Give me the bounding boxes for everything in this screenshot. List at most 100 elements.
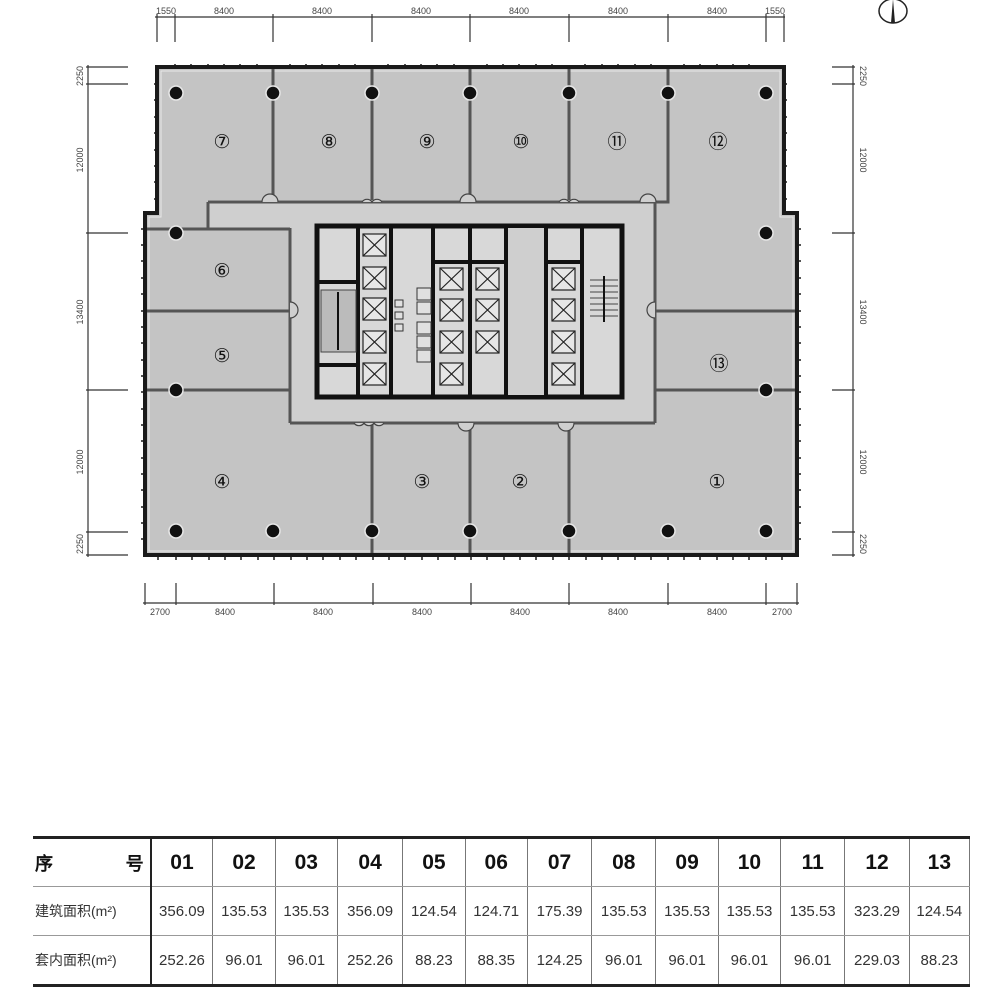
bottom-dimension-line	[143, 583, 799, 605]
unit-area-table: 序 号 01 02 03 04 05 06 07 08 09 10 11 12 …	[33, 836, 971, 987]
table-cell: 96.01	[212, 935, 276, 986]
elevator-icons	[362, 233, 576, 386]
column-header: 06	[464, 837, 528, 887]
unit-label-12: ⑫	[708, 131, 727, 153]
unit-label-1: ①	[708, 471, 725, 493]
header-label-right: 号	[125, 853, 144, 874]
table-cell: 96.01	[655, 935, 719, 986]
dim-left-0: 2250	[75, 66, 85, 86]
unit-labels: ① ② ③ ④ ⑤ ⑥ ⑦ ⑧ ⑨ ⑩ ⑪ ⑫ ⑬	[213, 131, 728, 493]
dim-top-4: 8400	[509, 6, 529, 16]
column-header: 13	[908, 837, 971, 887]
dim-right-1: 12000	[858, 147, 868, 172]
facade-mullions	[141, 64, 801, 560]
table-cell: 88.35	[464, 935, 528, 986]
unit-label-8: ⑧	[320, 131, 337, 153]
table-cell: 124.71	[464, 886, 528, 936]
dim-left-4: 2250	[75, 534, 85, 554]
dim-bottom-0: 2700	[150, 607, 170, 617]
dim-bottom-4: 8400	[510, 607, 530, 617]
left-dimension-line	[86, 65, 128, 557]
table-cell: 252.26	[336, 935, 404, 986]
right-dimension-labels: 2250 12000 13400 12000 2250	[858, 66, 868, 554]
dim-top-7: 1550	[765, 6, 785, 16]
row-label: 套内面积(m²)	[33, 935, 152, 986]
left-dimension-labels: 2250 12000 13400 12000 2250	[75, 66, 85, 554]
table-cell: 88.23	[402, 935, 466, 986]
stair-icon	[320, 276, 618, 353]
unit-label-4: ④	[213, 471, 230, 493]
dim-right-3: 12000	[858, 449, 868, 474]
column-header: 11	[780, 837, 846, 887]
column-header: 05	[402, 837, 466, 887]
table-cell: 135.53	[655, 886, 719, 936]
table-cell: 96.01	[591, 935, 657, 986]
table-cell: 135.53	[591, 886, 657, 936]
dim-top-1: 8400	[214, 6, 234, 16]
unit-label-5: ⑤	[213, 345, 230, 367]
dim-bottom-5: 8400	[608, 607, 628, 617]
dim-bottom-7: 2700	[772, 607, 792, 617]
unit-label-7: ⑦	[213, 131, 230, 153]
table-cell: 135.53	[717, 886, 782, 936]
dim-left-2: 13400	[75, 299, 85, 324]
table-cell: 356.09	[150, 886, 214, 936]
table-cell: 252.26	[150, 935, 214, 986]
table-cell: 175.39	[526, 886, 593, 936]
column-header: 01	[150, 837, 214, 887]
column-header: 03	[274, 837, 338, 887]
dim-top-3: 8400	[411, 6, 431, 16]
dim-bottom-3: 8400	[412, 607, 432, 617]
dim-bottom-2: 8400	[313, 607, 333, 617]
column-header: 09	[655, 837, 719, 887]
header-label-cell: 序 号	[33, 837, 152, 887]
dim-bottom-1: 8400	[215, 607, 235, 617]
core-passage	[508, 228, 544, 395]
dim-left-1: 12000	[75, 147, 85, 172]
dim-left-3: 12000	[75, 449, 85, 474]
dim-top-2: 8400	[312, 6, 332, 16]
table-cell: 135.53	[780, 886, 846, 936]
unit-label-6: ⑥	[213, 260, 230, 282]
column-header: 12	[844, 837, 910, 887]
dim-right-0: 2250	[858, 66, 868, 86]
curtain-wall-line	[148, 70, 794, 552]
table-cell: 124.54	[908, 886, 971, 936]
dim-bottom-6: 8400	[707, 607, 727, 617]
dim-right-4: 2250	[858, 534, 868, 554]
dim-top-6: 8400	[707, 6, 727, 16]
dim-right-2: 13400	[858, 299, 868, 324]
table-cell: 135.53	[274, 886, 338, 936]
header-label-left: 序	[35, 853, 53, 874]
top-dimension-labels: 1550 8400 8400 8400 8400 8400 8400 1550	[156, 6, 785, 16]
unit-label-3: ③	[413, 471, 430, 493]
structural-columns	[168, 85, 774, 539]
column-header: 08	[591, 837, 657, 887]
column-header: 10	[717, 837, 782, 887]
unit-label-2: ②	[511, 471, 528, 493]
column-header: 02	[212, 837, 276, 887]
bottom-dimension-labels: 2700 8400 8400 8400 8400 8400 8400 2700	[150, 607, 792, 617]
restroom-stalls	[394, 287, 432, 363]
table-cell: 88.23	[908, 935, 971, 986]
table-row-net-area: 套内面积(m²) 252.26 96.01 96.01 252.26 88.23…	[33, 935, 971, 986]
floor-plan: 1550 8400 8400 8400 8400 8400 8400 1550 …	[75, 0, 908, 617]
table-cell: 96.01	[717, 935, 782, 986]
unit-label-13: ⑬	[709, 353, 728, 375]
right-dimension-line	[832, 65, 855, 557]
dim-top-0: 1550	[156, 6, 176, 16]
row-label: 建筑面积(m²)	[33, 886, 152, 936]
dim-top-5: 8400	[608, 6, 628, 16]
table-cell: 323.29	[844, 886, 910, 936]
table-cell: 135.53	[212, 886, 276, 936]
unit-label-10: ⑩	[512, 131, 529, 153]
unit-label-9: ⑨	[418, 131, 435, 153]
table-cell: 96.01	[780, 935, 846, 986]
column-header: 07	[526, 837, 593, 887]
north-arrow-icon	[878, 0, 908, 24]
top-dimension-line	[155, 14, 785, 42]
table-cell: 124.25	[526, 935, 593, 986]
unit-label-11: ⑪	[607, 131, 626, 153]
table-header-row: 序 号 01 02 03 04 05 06 07 08 09 10 11 12 …	[33, 837, 971, 887]
table-cell: 356.09	[336, 886, 404, 936]
